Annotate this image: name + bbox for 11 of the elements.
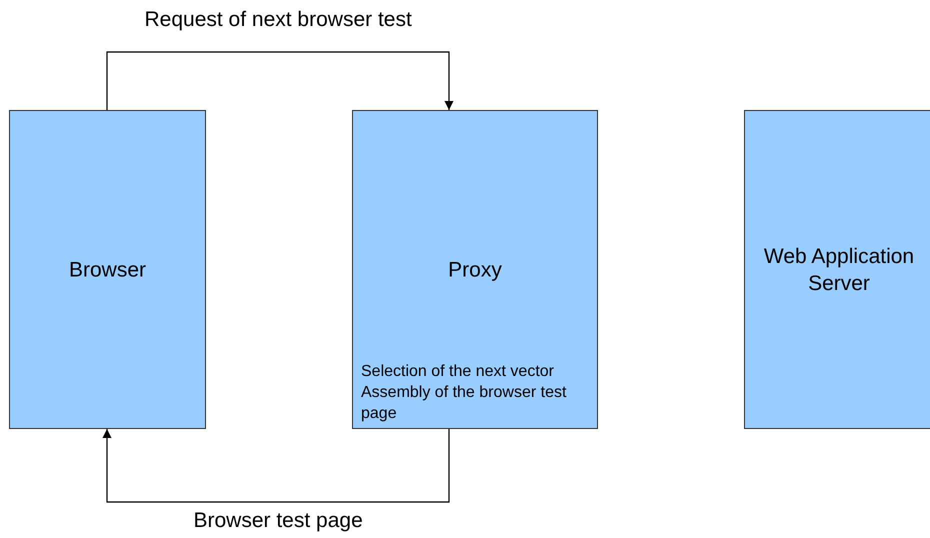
edge-label: Request of next browser test bbox=[144, 8, 412, 32]
box-title: Browser bbox=[68, 257, 148, 283]
process-box bbox=[352, 110, 598, 429]
connector-arrow bbox=[102, 429, 450, 503]
box-note: Selection of the next vector bbox=[361, 362, 555, 382]
box-note: Assembly of the browser test page bbox=[361, 383, 568, 424]
box-title: Web Application Server bbox=[762, 244, 916, 296]
process-box bbox=[9, 110, 206, 429]
box-title: Proxy bbox=[447, 257, 503, 283]
connector-arrow bbox=[106, 51, 454, 110]
process-box bbox=[744, 110, 930, 429]
